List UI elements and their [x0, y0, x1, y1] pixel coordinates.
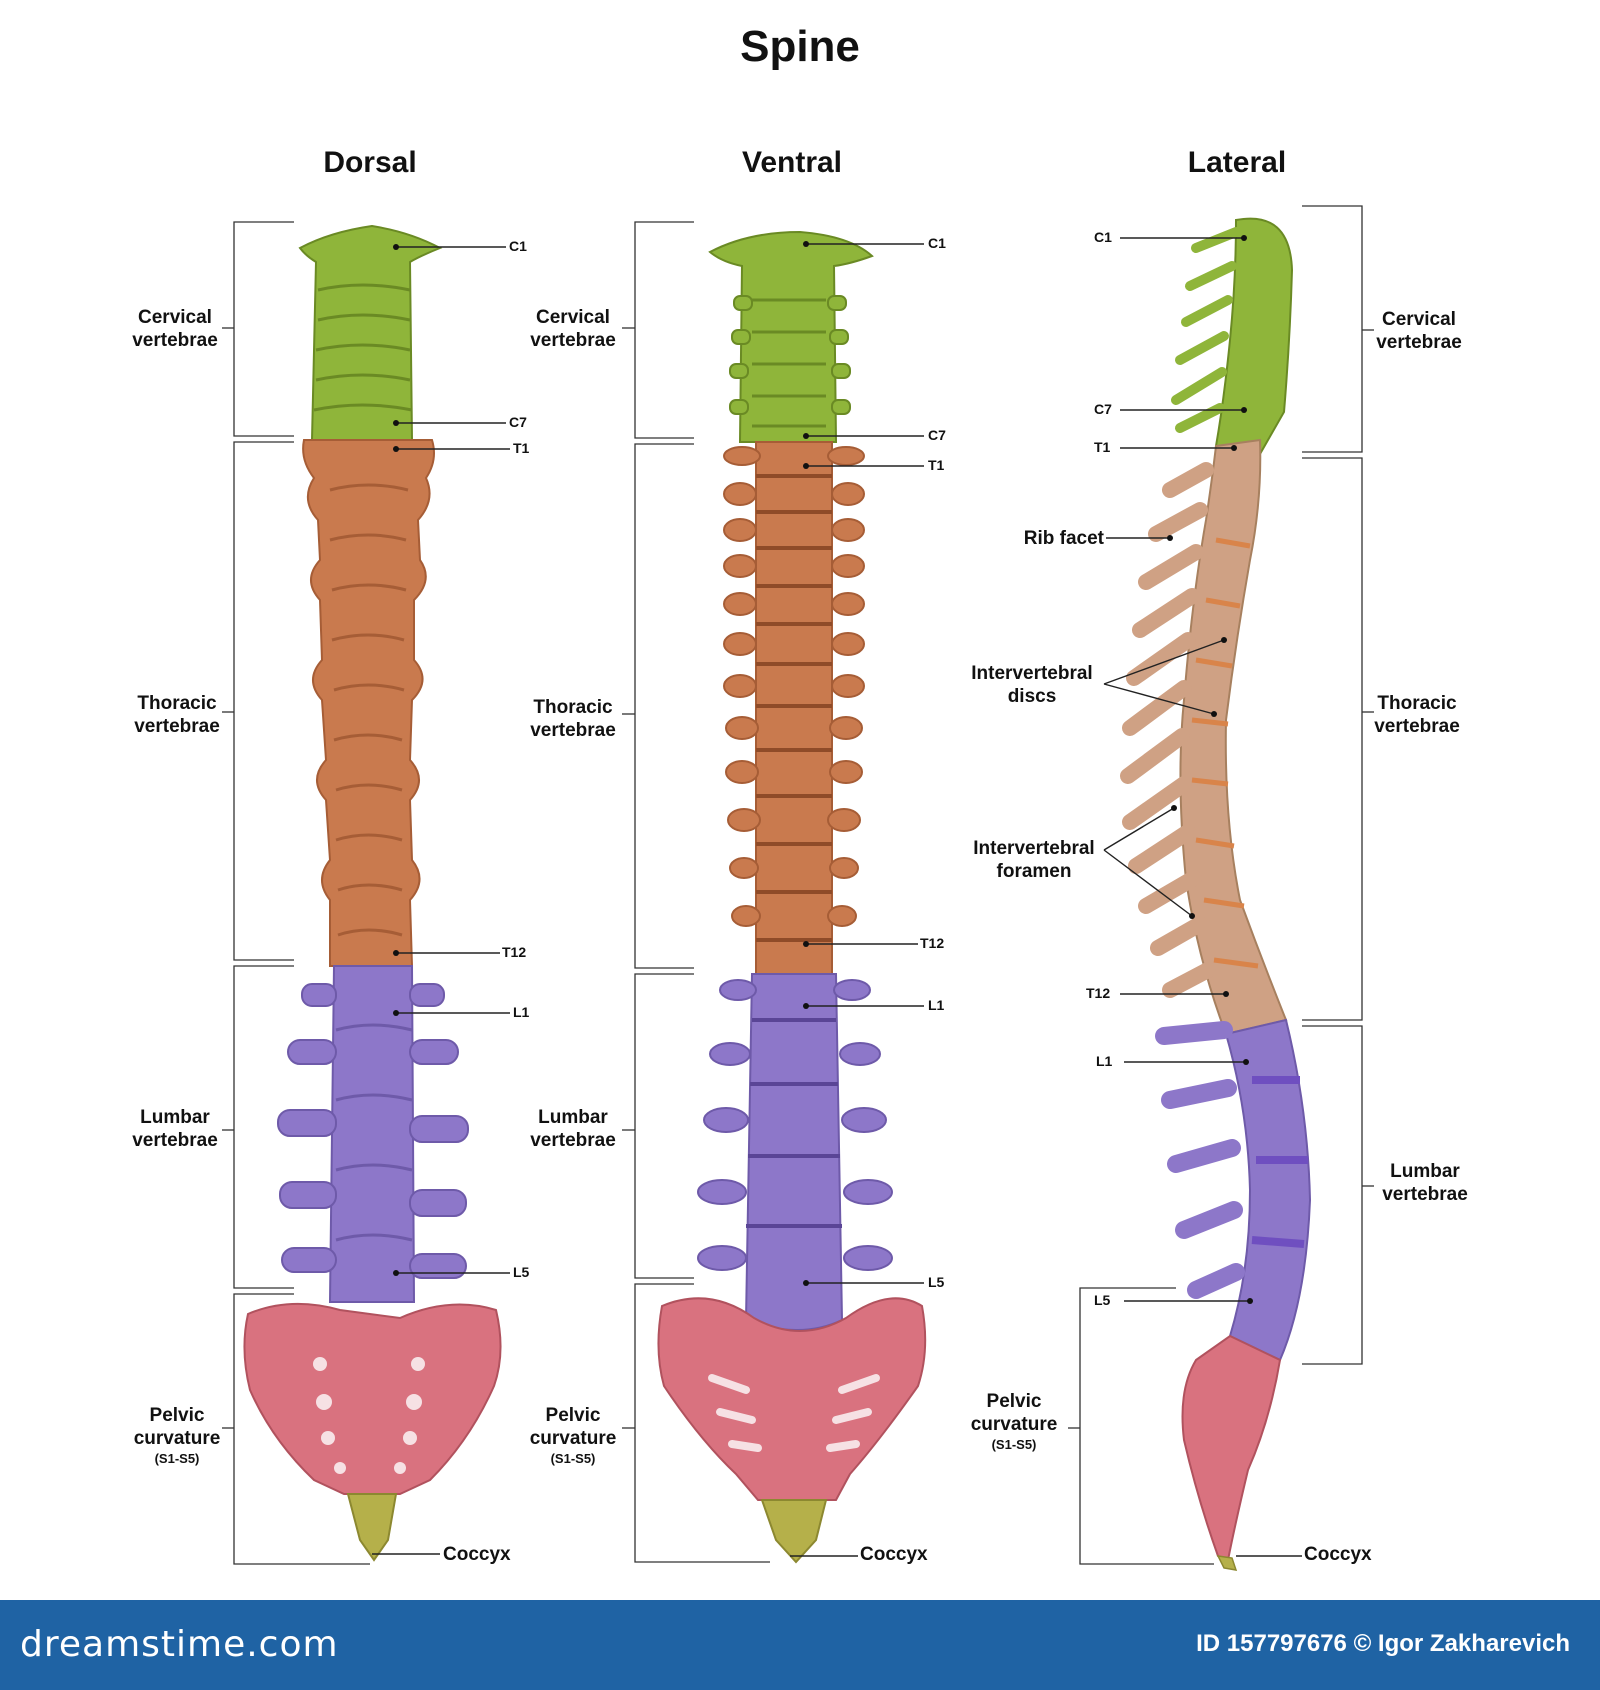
lateral-t12-label: T12: [1086, 985, 1111, 1001]
image-credit: ID 157797676 © Igor Zakharevich: [1196, 1630, 1570, 1657]
label-line: Cervical: [1382, 309, 1456, 330]
label-line: Intervertebral: [971, 663, 1093, 684]
label-line: vertebrae: [132, 330, 218, 351]
lateral-spine: [1120, 217, 1312, 1571]
ventral-cervical-label: Cervical vertebrae: [518, 306, 628, 352]
label-line: vertebrae: [530, 330, 616, 351]
ventral-c7-label: C7: [928, 427, 946, 443]
bracket-ventral-pelvic: [634, 1283, 770, 1563]
intervertebral-foramen-label: Intervertebral foramen: [964, 837, 1104, 883]
label-line: vertebrae: [132, 1130, 218, 1151]
ventral-t12-label: T12: [920, 935, 945, 951]
dorsal-lumbar-label: Lumbar vertebrae: [120, 1106, 230, 1152]
bracket-lateral-cervical: [1302, 205, 1363, 453]
label-line: (S1-S5): [991, 1437, 1037, 1452]
label-line: curvature: [529, 1428, 617, 1449]
dorsal-l1-label: L1: [513, 1004, 530, 1020]
dorsal-coccyx-label: Coccyx: [443, 1544, 511, 1565]
lateral-l1-label: L1: [1096, 1053, 1113, 1069]
label-line: vertebrae: [134, 716, 220, 737]
label-line: Pelvic: [545, 1405, 601, 1426]
label-line: (S1-S5): [154, 1451, 200, 1466]
footer-bar: dreamstime.com ID 157797676 © Igor Zakha…: [0, 1600, 1600, 1690]
view-title-lateral: Lateral: [1187, 146, 1287, 179]
view-title-dorsal: Dorsal: [323, 146, 417, 179]
bracket-dorsal-thoracic: [233, 441, 294, 961]
bracket-dorsal-pelvic: [233, 1293, 370, 1565]
label-line: Lumbar: [140, 1107, 210, 1128]
dorsal-t12-label: T12: [502, 944, 527, 960]
ventral-coccyx-label: Coccyx: [860, 1544, 928, 1565]
lateral-lumbar-label: Lumbar vertebrae: [1370, 1160, 1480, 1206]
lateral-thoracic-label: Thoracic vertebrae: [1362, 692, 1472, 738]
bracket-ventral-thoracic: [634, 443, 694, 969]
ventral-lumbar-label: Lumbar vertebrae: [518, 1106, 628, 1152]
label-line: (S1-S5): [550, 1451, 596, 1466]
dorsal-t1-label: T1: [513, 440, 530, 456]
label-line: vertebrae: [1382, 1184, 1468, 1205]
label-line: Pelvic: [149, 1405, 205, 1426]
ventral-t1-label: T1: [928, 457, 945, 473]
bracket-dorsal-cervical: [233, 221, 294, 437]
dorsal-l5-label: L5: [513, 1264, 530, 1280]
label-line: Pelvic: [986, 1391, 1042, 1412]
ventral-pelvic-label: Pelvic curvature (S1-S5): [518, 1404, 628, 1468]
dorsal-cervical-label: Cervical vertebrae: [120, 306, 230, 352]
bracket-dorsal-lumbar: [233, 965, 294, 1289]
dorsal-pelvic-label: Pelvic curvature (S1-S5): [120, 1404, 234, 1468]
view-title-ventral: Ventral: [741, 146, 843, 179]
ventral-thoracic-label: Thoracic vertebrae: [518, 696, 628, 742]
ventral-l1-label: L1: [928, 997, 945, 1013]
bracket-ventral-lumbar: [634, 973, 694, 1279]
bracket-lateral-pelvic: [1079, 1287, 1214, 1565]
label-line: Lumbar: [538, 1107, 608, 1128]
bracket-lateral-thoracic: [1302, 457, 1363, 1021]
lateral-t1-label: T1: [1094, 439, 1111, 455]
label-line: vertebrae: [1374, 716, 1460, 737]
intervertebral-discs-label: Intervertebral discs: [962, 662, 1102, 708]
label-line: vertebrae: [530, 720, 616, 741]
rib-facet-label: Rib facet: [1023, 528, 1104, 549]
lateral-pelvic-label: Pelvic curvature (S1-S5): [960, 1390, 1068, 1454]
label-line: vertebrae: [530, 1130, 616, 1151]
label-line: Thoracic: [533, 697, 613, 718]
bracket-lateral-lumbar: [1302, 1025, 1363, 1365]
bracket-ventral-cervical: [634, 221, 694, 439]
dorsal-thoracic-label: Thoracic vertebrae: [120, 692, 234, 738]
label-line: Intervertebral: [973, 838, 1095, 859]
lateral-coccyx-label: Coccyx: [1304, 1544, 1372, 1565]
ventral-l5-label: L5: [928, 1274, 945, 1290]
lateral-c7-label: C7: [1094, 401, 1112, 417]
label-line: Lumbar: [1390, 1161, 1460, 1182]
lateral-cervical-label: Cervical vertebrae: [1364, 308, 1474, 354]
ventral-spine: [657, 230, 927, 1564]
label-line: Cervical: [536, 307, 610, 328]
label-line: foramen: [996, 861, 1072, 882]
label-line: vertebrae: [1376, 332, 1462, 353]
lateral-c1-label: C1: [1094, 229, 1112, 245]
watermark-logo: dreamstime.com: [20, 1624, 339, 1665]
dorsal-c1-label: C1: [509, 238, 527, 254]
label-line: Thoracic: [137, 693, 217, 714]
dorsal-c7-label: C7: [509, 414, 527, 430]
label-line: discs: [1007, 686, 1057, 707]
label-line: curvature: [970, 1414, 1058, 1435]
spine-illustration: [222, 205, 1374, 1571]
label-line: Cervical: [138, 307, 212, 328]
label-line: curvature: [133, 1428, 221, 1449]
lateral-l5-label: L5: [1094, 1292, 1111, 1308]
page-title: Spine: [740, 22, 860, 71]
dorsal-spine: [243, 224, 502, 1562]
ventral-c1-label: C1: [928, 235, 946, 251]
label-line: Thoracic: [1377, 693, 1457, 714]
